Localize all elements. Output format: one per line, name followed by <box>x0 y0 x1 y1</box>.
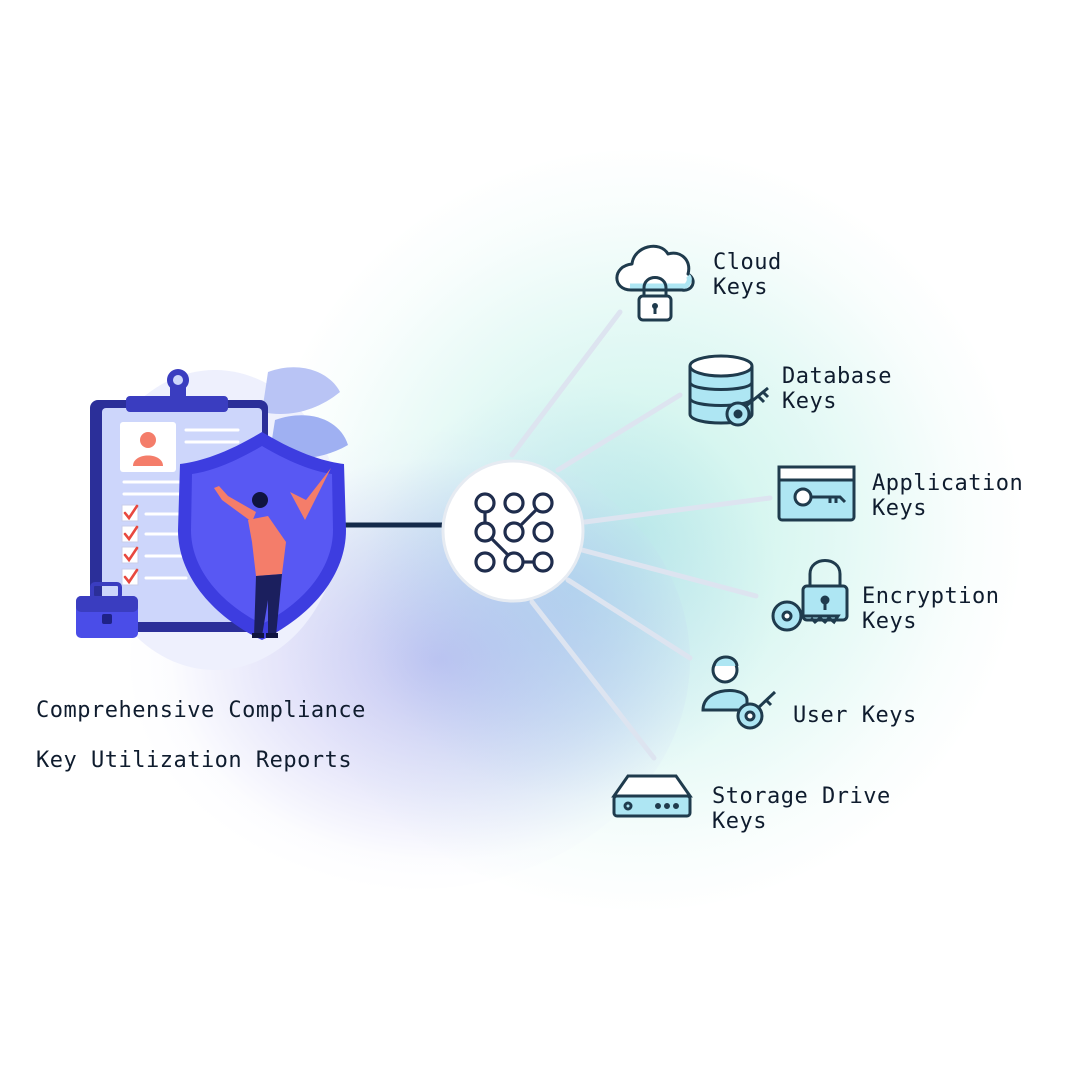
padlock-key-icon <box>771 559 849 632</box>
connector-encryption <box>579 547 759 599</box>
application-keys-label: Application Keys <box>872 471 1024 521</box>
connector-cloud <box>509 309 623 458</box>
connector-application <box>582 495 773 525</box>
user-keys-label: User Keys <box>793 703 917 728</box>
report-title-line1: Comprehensive Compliance <box>36 698 366 723</box>
report-title-line2: Key Utilization Reports <box>36 748 353 773</box>
cloud-lock-icon <box>615 244 695 322</box>
briefcase-icon <box>76 582 138 638</box>
encryption-keys-label: Encryption Keys <box>862 584 1000 634</box>
checklist-icons <box>121 504 139 586</box>
compliance-illustration <box>76 367 348 670</box>
storage-drive-keys-label: Storage Drive Keys <box>712 784 891 834</box>
user-key-icon <box>701 655 777 730</box>
cloud-keys-label: Cloud Keys <box>713 250 782 300</box>
connector-storage <box>529 599 657 761</box>
app-window-key-icon <box>777 465 856 522</box>
storage-drive-icon <box>611 774 693 818</box>
hub-node <box>441 459 585 603</box>
connector-user <box>565 577 693 661</box>
person-figure <box>214 486 286 638</box>
connector-database <box>555 392 683 473</box>
connectors <box>509 309 773 761</box>
key-network-icon <box>474 492 554 573</box>
database-keys-label: Database Keys <box>782 364 892 414</box>
database-key-icon <box>688 354 770 427</box>
report-title: Comprehensive Compliance Key Utilization… <box>36 673 366 798</box>
